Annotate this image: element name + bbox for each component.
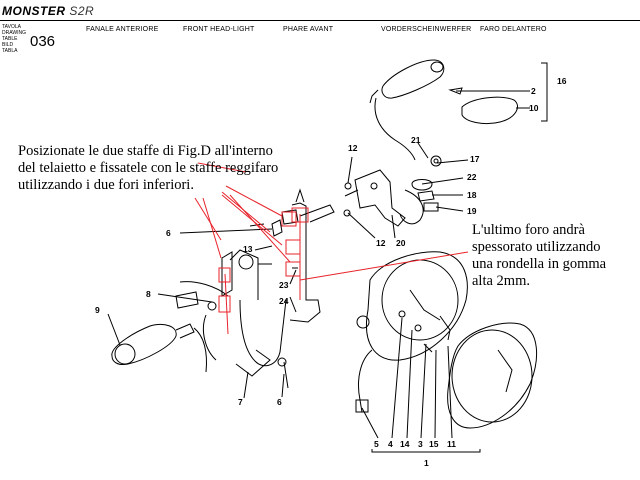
callout-15: 15 (429, 439, 439, 449)
table-number: 036 (30, 33, 56, 50)
annotation-arrow (194, 197, 222, 241)
callout-13: 13 (243, 244, 253, 254)
callout-numbers: 16 2 10 21 17 22 18 19 12 12 20 6 13 9 8… (95, 76, 567, 468)
annotation-arrow (299, 251, 469, 281)
annotation-arrow (197, 162, 247, 173)
callout-10: 10 (529, 103, 539, 113)
title-french: PHARE AVANT (283, 26, 334, 33)
annotation-box (218, 267, 231, 283)
annotation-box (281, 211, 297, 227)
callout-5: 5 (374, 439, 379, 449)
annotation-arrow (221, 191, 271, 233)
callout-3: 3 (418, 439, 423, 449)
table-label: TABLE (2, 36, 18, 42)
callout-16: 16 (557, 76, 567, 86)
annotation-box (285, 261, 301, 277)
model-name: S2R (69, 4, 95, 18)
headlight-lens (447, 322, 538, 429)
mounting-plate (344, 169, 424, 227)
table-label: BILD (2, 42, 14, 48)
drawing-header: MONSTER S2R TAVOLA DRAWING TABLE BILD TA… (0, 0, 640, 56)
annotation-line (224, 273, 229, 335)
callout-4: 4 (388, 439, 393, 449)
annotation-box (218, 295, 231, 313)
callout-6-top: 6 (166, 228, 171, 238)
callout-18: 18 (467, 190, 477, 200)
annotation-arrow (202, 197, 222, 259)
callout-8: 8 (146, 289, 151, 299)
fastener-stack (343, 155, 442, 217)
callout-12-bottom: 12 (376, 238, 386, 248)
annotation-arrow (225, 185, 283, 217)
callout-14: 14 (400, 439, 410, 449)
brand-logo: MONSTER S2R (2, 4, 94, 18)
table-label: TAVOLA (2, 24, 21, 30)
callout-23: 23 (279, 280, 289, 290)
leader-lines (107, 90, 530, 439)
callout-19: 19 (467, 206, 477, 216)
table-label-stack: TAVOLA DRAWING TABLE BILD TABLA (2, 24, 26, 54)
annotation-box (285, 239, 301, 255)
callout-6-bottom: 6 (277, 397, 282, 407)
bracket-16 (541, 62, 548, 122)
callout-21: 21 (411, 135, 421, 145)
title-english: FRONT HEAD-LIGHT (183, 26, 255, 33)
annotation-arrow (229, 194, 291, 263)
callout-11: 11 (447, 439, 456, 449)
upper-turn-signal (369, 59, 445, 161)
callout-12-top: 12 (348, 143, 358, 153)
title-spanish: FARO DELANTERO (480, 26, 547, 33)
callout-2: 2 (531, 86, 536, 96)
callout-bracket (371, 449, 481, 453)
table-label: TABLA (2, 48, 18, 54)
assembly-note-right: L'ultimo foro andrà spessorato utilizzan… (472, 222, 607, 289)
headlight-bracket (175, 188, 335, 389)
table-label: DRAWING (2, 30, 26, 36)
brand-name: MONSTER (2, 4, 66, 18)
title-italian: FANALE ANTERIORE (86, 26, 159, 33)
callout-7: 7 (238, 397, 243, 407)
lower-turn-signal (111, 323, 207, 373)
callout-24: 24 (279, 296, 289, 306)
callout-22: 22 (467, 172, 477, 182)
turn-signal-lens (461, 96, 518, 125)
callout-17: 17 (470, 154, 480, 164)
title-german: VORDERSCHEINWERFER (381, 26, 472, 33)
callout-9: 9 (95, 305, 100, 315)
callout-1: 1 (424, 458, 429, 468)
assembly-note-left: Posizionate le due staffe di Fig.D all'i… (18, 143, 279, 193)
headlight-body (355, 251, 468, 413)
header-rule (0, 20, 640, 21)
red-annotations (194, 162, 469, 335)
callout-20: 20 (396, 238, 406, 248)
